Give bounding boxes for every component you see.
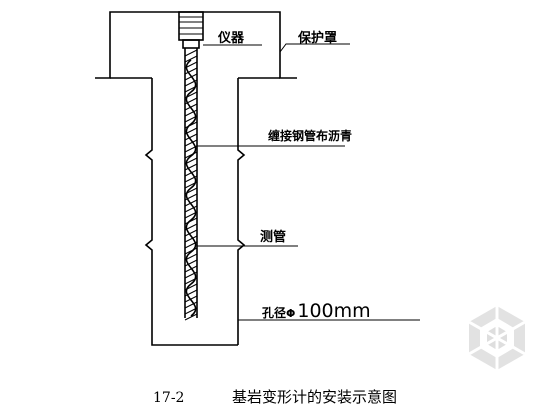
tube-hatch-line: [184, 259, 198, 267]
leader-lines: [197, 43, 420, 321]
watermark-logo-icon: [468, 306, 526, 370]
tube-hatch-line: [184, 133, 198, 141]
tube-hatch-line: [184, 67, 198, 75]
hole-diameter-value: 100mm: [297, 300, 370, 322]
tube-hatch-line: [184, 163, 198, 171]
instrument-head: [178, 11, 204, 49]
tube-hatch-line: [184, 109, 198, 117]
tube-hatch-line: [184, 313, 198, 321]
tube-hatch-line: [184, 139, 198, 147]
protective-cover-label: 保护罩: [297, 30, 337, 46]
helical-wrap: [185, 59, 197, 317]
tube-hatch-line: [184, 55, 198, 63]
tube-hatch-line: [184, 301, 198, 309]
figure-number: 17-2: [153, 390, 184, 406]
instrument-label: 仪器: [217, 31, 245, 46]
tube-hatch-line: [184, 205, 198, 213]
hole-diameter-symbol: Φ: [286, 307, 295, 320]
borehole: [144, 78, 246, 346]
tube-hatch-line: [184, 49, 198, 57]
wrapped-tube-label: 缠接钢管布沥青: [268, 128, 352, 143]
hole-diameter-prefix: 孔径: [262, 305, 286, 320]
measuring-tube-label: 测管: [260, 229, 286, 245]
figure-title: 基岩变形计的安装示意图: [232, 388, 397, 406]
tube-hatch-line: [184, 229, 198, 237]
tube-hatch-line: [184, 235, 198, 243]
